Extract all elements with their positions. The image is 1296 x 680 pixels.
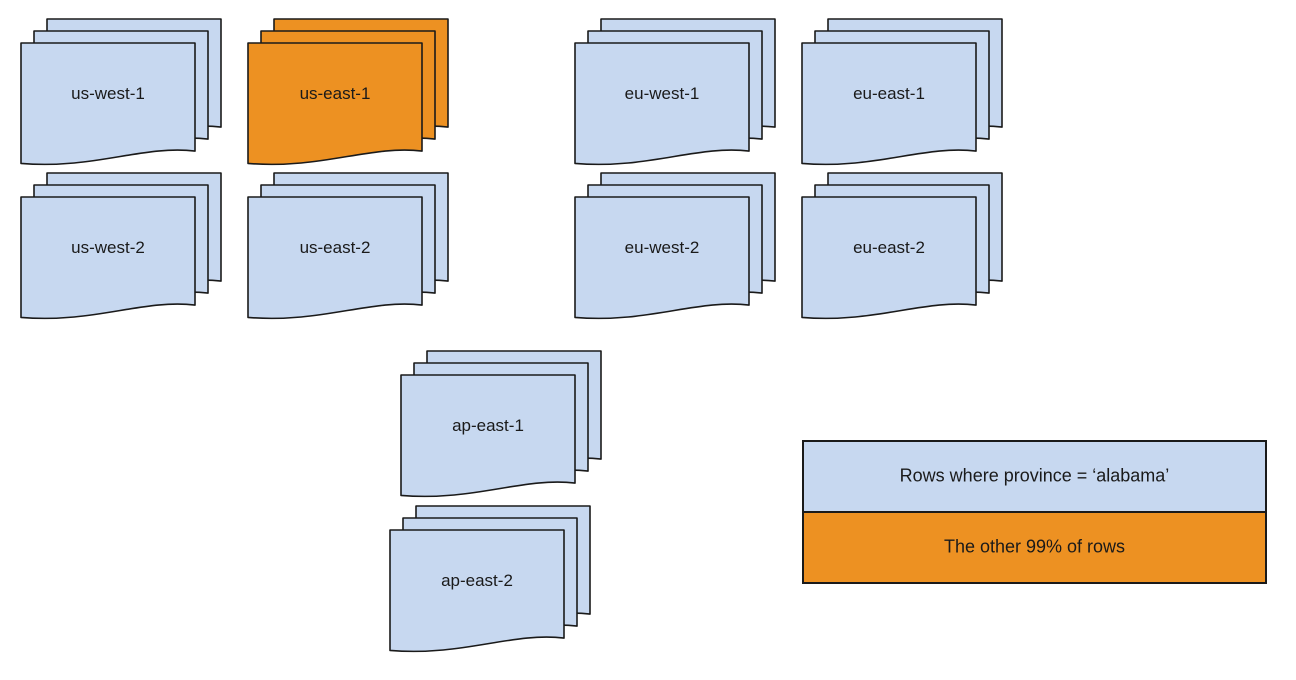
region-stack-label: us-east-2 [300,238,371,257]
region-stack-label: eu-west-1 [625,84,700,103]
region-stack-label: ap-east-2 [441,571,513,590]
legend-swatch [802,440,1267,513]
region-stack-label: us-west-2 [71,238,145,257]
region-stack-ap-east-1[interactable]: ap-east-1 [400,350,602,498]
region-stack-eu-west-1[interactable]: eu-west-1 [574,18,776,166]
region-stack-label: us-west-1 [71,84,145,103]
stack-sheet-front[interactable] [247,42,423,166]
region-stack-eu-east-1[interactable]: eu-east-1 [801,18,1003,166]
stack-sheet-front[interactable] [574,196,750,320]
region-stack-label: eu-west-2 [625,238,700,257]
region-stack-label: ap-east-1 [452,416,524,435]
region-stack-us-west-1[interactable]: us-west-1 [20,18,222,166]
region-stack-eu-east-2[interactable]: eu-east-2 [801,172,1003,320]
region-stack-us-west-2[interactable]: us-west-2 [20,172,222,320]
region-stack-us-east-2[interactable]: us-east-2 [247,172,449,320]
stack-sheet-front[interactable] [247,196,423,320]
stack-sheet-front[interactable] [400,374,576,498]
region-stack-label: us-east-1 [300,84,371,103]
legend-row-other: The other 99% of rows [802,511,1267,584]
stack-sheet-front[interactable] [20,42,196,166]
stack-sheet-front[interactable] [574,42,750,166]
stack-sheet-front[interactable] [801,196,977,320]
stack-sheet-front[interactable] [801,42,977,166]
legend-row-alabama: Rows where province = ‘alabama’ [802,440,1267,513]
region-stack-label: eu-east-1 [853,84,925,103]
stack-sheet-front[interactable] [20,196,196,320]
stack-sheet-front[interactable] [389,529,565,653]
region-stacks-group: us-west-1 us-east-1 eu-west-1 eu-east-1 us-w… [20,18,1003,653]
legend-label: The other 99% of rows [944,536,1125,556]
region-stack-eu-west-2[interactable]: eu-west-2 [574,172,776,320]
region-stack-ap-east-2[interactable]: ap-east-2 [389,505,591,653]
region-stack-label: eu-east-2 [853,238,925,257]
legend-swatch [802,511,1267,584]
legend-label: Rows where province = ‘alabama’ [900,465,1170,485]
legend-group: Rows where province = ‘alabama’ The other… [802,440,1267,584]
region-stack-us-east-1[interactable]: us-east-1 [247,18,449,166]
